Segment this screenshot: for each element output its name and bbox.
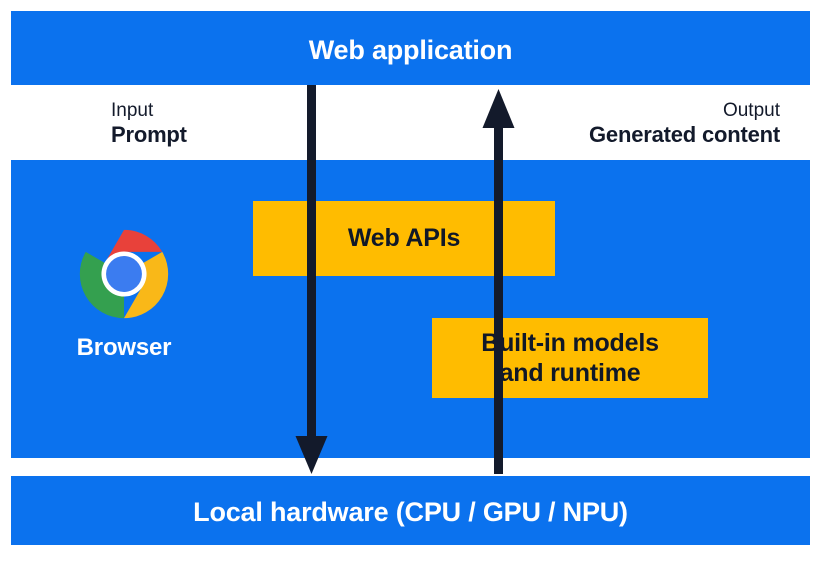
- box-web-apis: Web APIs: [253, 201, 555, 276]
- flow-label-output: Output Generated content: [589, 100, 780, 148]
- output-value-label: Generated content: [589, 122, 780, 148]
- browser-identity: Browser: [44, 228, 204, 362]
- flow-label-input: Input Prompt: [111, 100, 187, 148]
- box-builtin-models: Built-in models and runtime: [432, 318, 708, 398]
- local-hardware-label: Local hardware (CPU / GPU / NPU): [193, 497, 628, 527]
- builtin-models-line-2: and runtime: [499, 359, 641, 387]
- chrome-logo-icon: [79, 229, 169, 319]
- input-value-label: Prompt: [111, 122, 187, 148]
- web-apis-label: Web APIs: [347, 224, 461, 253]
- layer-web-application: Web application: [11, 11, 810, 85]
- browser-label: Browser: [76, 334, 172, 361]
- input-kind-label: Input: [111, 100, 154, 121]
- builtin-models-line-1: Built-in models: [481, 328, 659, 357]
- builtin-models-label: Built-in models and runtime: [473, 328, 667, 389]
- layer-local-hardware: Local hardware (CPU / GPU / NPU): [11, 476, 810, 545]
- web-application-label: Web application: [308, 35, 513, 65]
- output-kind-label: Output: [722, 100, 780, 121]
